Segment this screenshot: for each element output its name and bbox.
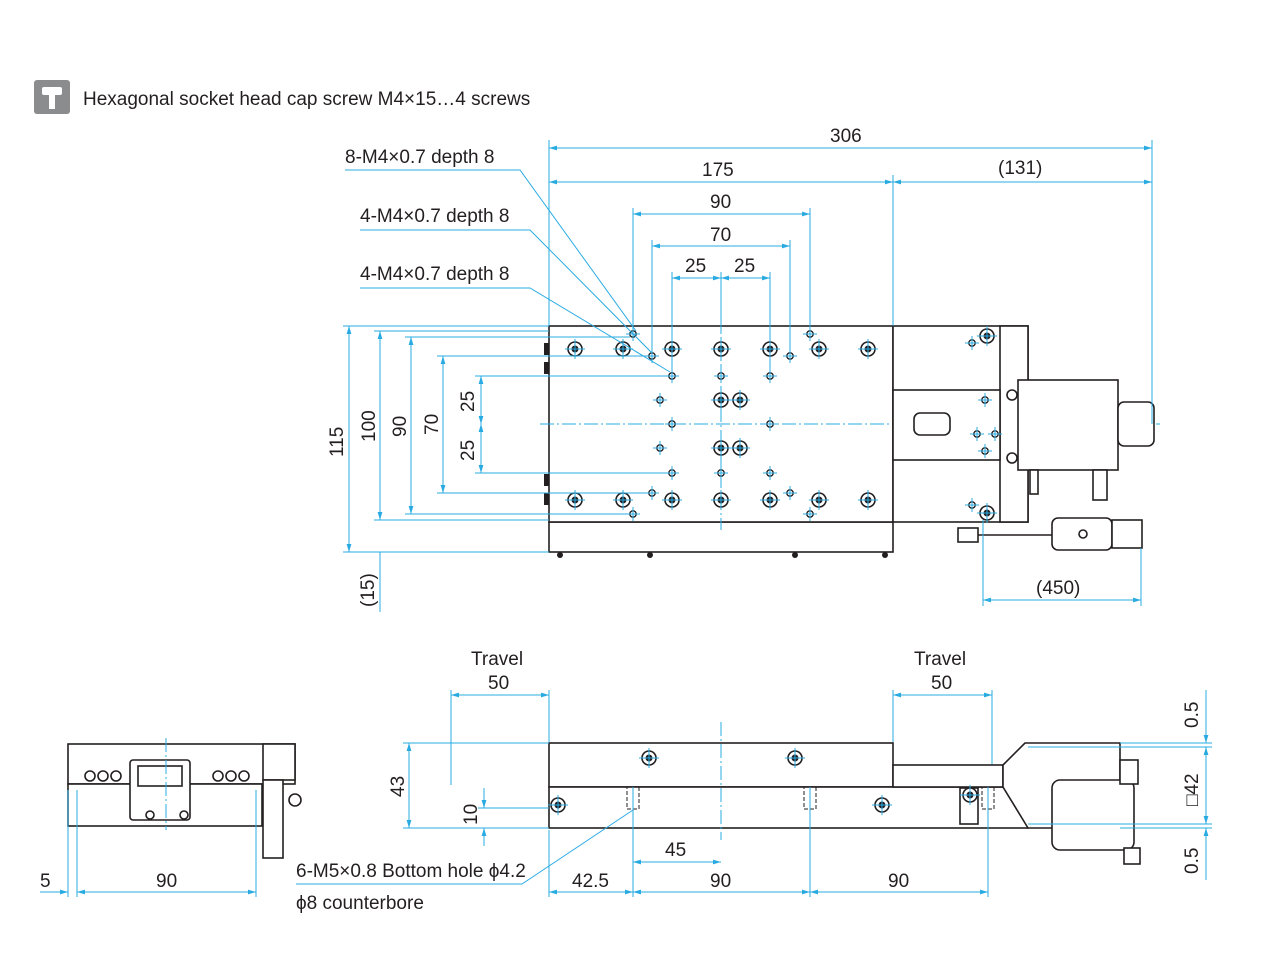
dim-90-side-a: 90 — [710, 871, 731, 892]
travel-right-value: 50 — [931, 673, 952, 694]
dim-0-5-bottom: 0.5 — [1182, 848, 1203, 874]
dim-90-side-b: 90 — [888, 871, 909, 892]
dim-25-left-top: 25 — [458, 391, 479, 412]
dim-90-top: 90 — [710, 192, 731, 213]
callout-8-m4: 8-M4×0.7 depth 8 — [345, 147, 494, 168]
bottom-hole-note-1: 6-M5×0.8 Bottom hole ϕ4.2 — [296, 861, 526, 882]
dim-25-left-bottom: 25 — [458, 440, 479, 461]
bottom-hole-note-2: ϕ8 counterbore — [296, 893, 424, 914]
callout-4-m4-b: 4-M4×0.7 depth 8 — [360, 264, 509, 285]
bottom-holes — [626, 786, 995, 897]
cap-screw-icon — [34, 80, 70, 114]
horizontal-dimensions: 306 175 (131) 90 70 25 25 (450) — [548, 126, 1153, 606]
dim-306: 306 — [830, 126, 862, 147]
motor-assembly — [892, 325, 1155, 524]
dim-25-top-right: 25 — [734, 256, 755, 277]
front-view: 5 90 — [40, 738, 302, 897]
dim-15: (15) — [358, 573, 379, 607]
feet — [557, 552, 888, 558]
dim-115: 115 — [327, 427, 348, 457]
thread-callouts: 8-M4×0.7 depth 8 4-M4×0.7 depth 8 4-M4×0… — [345, 147, 671, 373]
cable-connector — [957, 517, 1143, 551]
vertical-dimensions: 115 100 90 70 25 25 (15) — [327, 325, 668, 612]
travel-left-value: 50 — [488, 673, 509, 694]
dim-131: (131) — [998, 158, 1042, 179]
dim-100: 100 — [359, 410, 380, 442]
dim-175: 175 — [702, 160, 734, 181]
dim-45: 45 — [665, 840, 686, 861]
header-text: Hexagonal socket head cap screw M4×15…4 … — [83, 89, 530, 110]
travel-left-label: Travel — [471, 649, 523, 670]
travel-right-label: Travel — [914, 649, 966, 670]
dim-25-top-left: 25 — [685, 256, 706, 277]
dim-42-5: 42.5 — [572, 871, 609, 892]
dim-0-5-top: 0.5 — [1182, 702, 1203, 728]
dim-10: 10 — [461, 804, 482, 825]
callout-4-m4-a: 4-M4×0.7 depth 8 — [360, 206, 509, 227]
dim-70-left: 70 — [422, 414, 443, 435]
front-screws — [84, 770, 250, 820]
dim-square-42: □42 — [1182, 773, 1203, 806]
dim-90-front: 90 — [156, 871, 177, 892]
top-view: 306 175 (131) 90 70 25 25 (450) — [327, 126, 1160, 612]
dim-70-top: 70 — [710, 225, 731, 246]
dim-5: 5 — [40, 871, 51, 892]
header: Hexagonal socket head cap screw M4×15…4 … — [34, 80, 530, 114]
dim-90-left: 90 — [390, 416, 411, 437]
dim-43: 43 — [388, 776, 409, 797]
side-view: Travel 50 Travel 50 — [296, 649, 1212, 914]
dim-450: (450) — [1036, 578, 1080, 599]
